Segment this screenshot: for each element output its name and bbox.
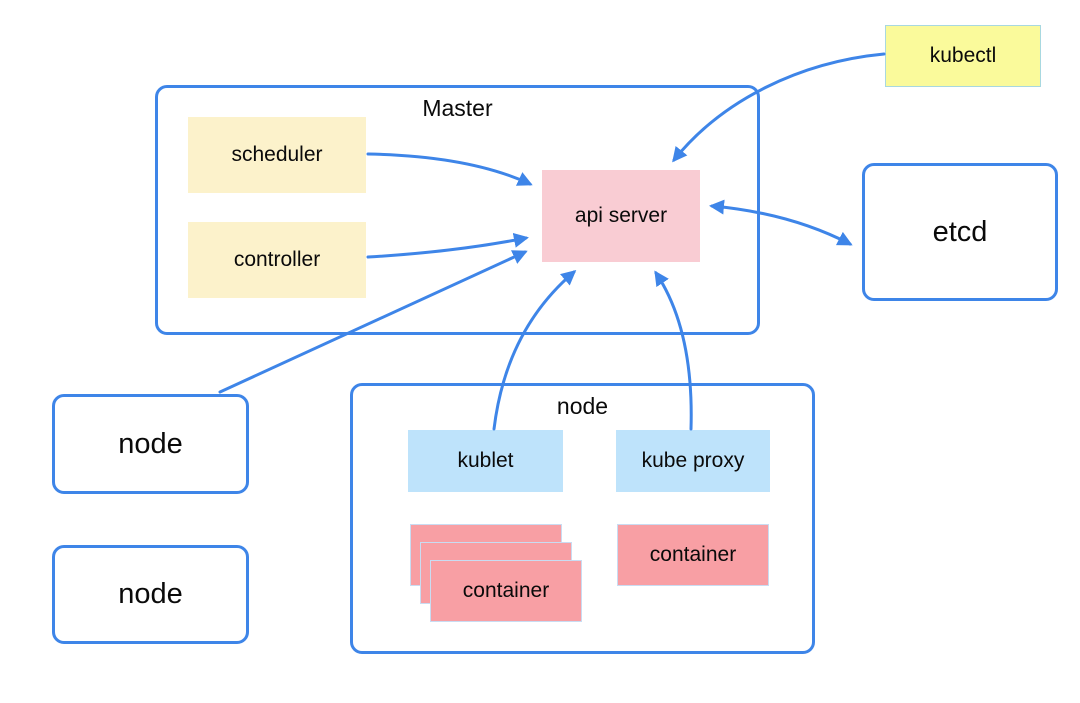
controller-box: controller [188,222,366,298]
kubectl-box: kubectl [885,25,1041,87]
worker-node-title: node [556,393,609,419]
container-stack-label: container [462,579,550,602]
master-title: Master [422,95,493,121]
api-server-box: api server [542,170,700,262]
container-label: container [649,543,737,566]
node-box-upper-left: node [52,394,249,494]
scheduler-box: scheduler [188,117,366,193]
controller-label: controller [233,248,321,271]
kubectl-label: kubectl [929,44,997,67]
etcd-label: etcd [932,215,988,248]
api-server-label: api server [574,204,668,227]
kublet-box: kublet [408,430,563,492]
kublet-label: kublet [457,449,514,472]
node-box-lower-left: node [52,545,249,644]
kube-proxy-label: kube proxy [641,449,745,472]
node-upper-left-label: node [118,427,183,460]
scheduler-label: scheduler [231,143,323,166]
kube-proxy-box: kube proxy [616,430,770,492]
etcd-box: etcd [862,163,1058,301]
container-stack-front-box: container [430,560,582,622]
node-lower-left-label: node [118,578,183,610]
worker-node-frame [350,383,815,654]
container-box: container [617,524,769,586]
